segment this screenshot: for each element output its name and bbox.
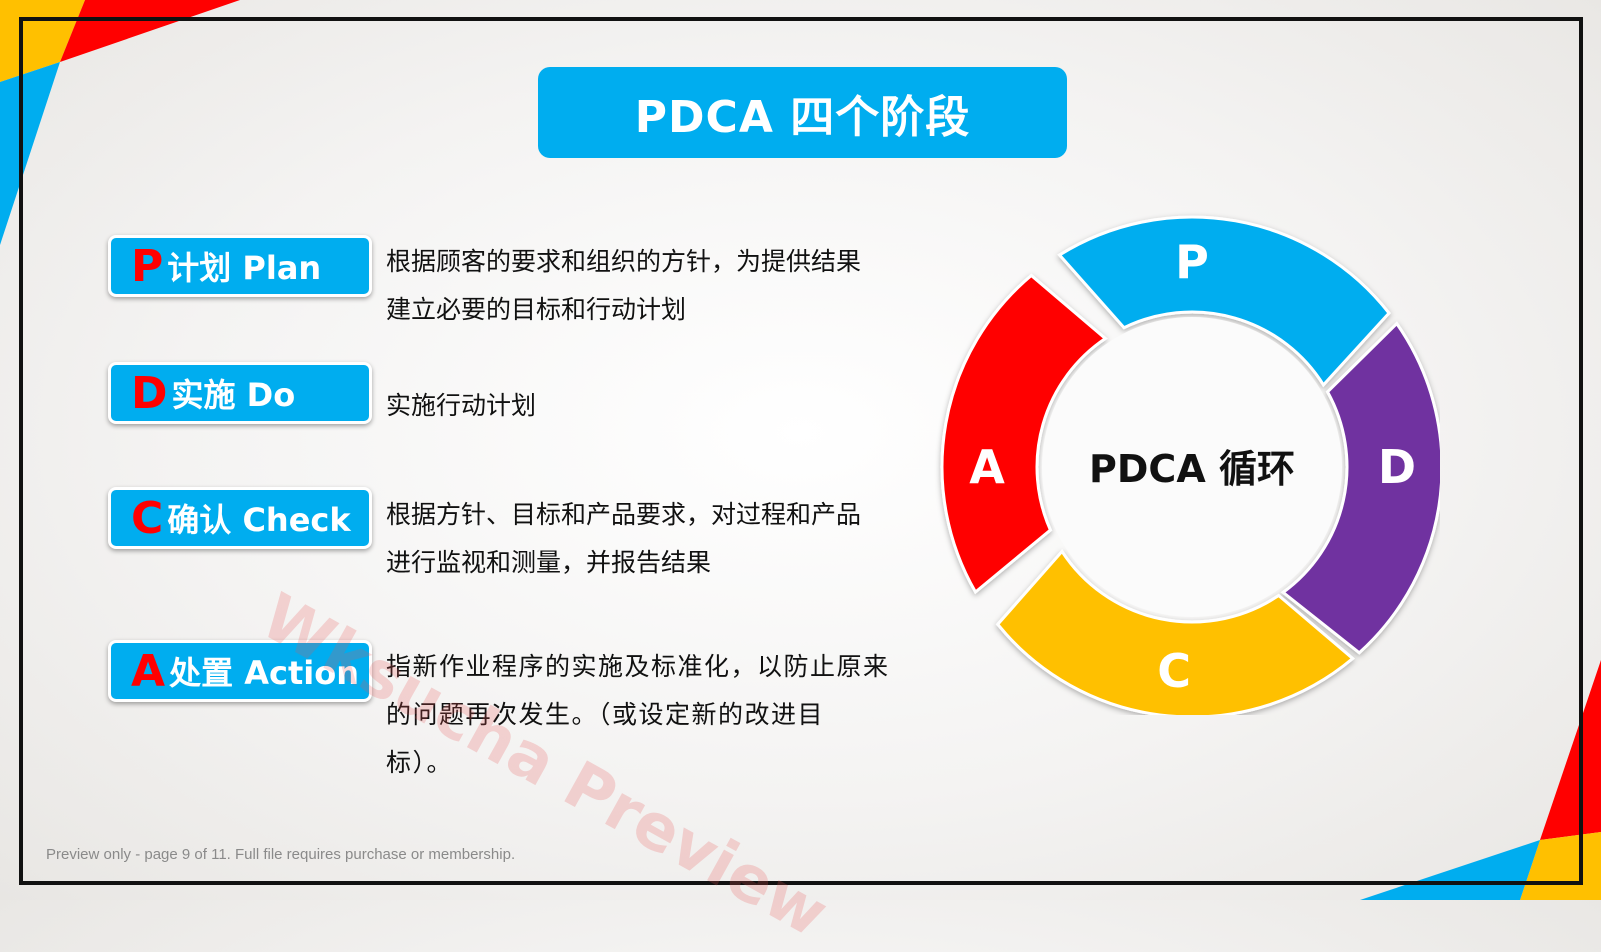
corner-top-left-red bbox=[60, 0, 240, 62]
cycle-center-label: PDCA 循环 bbox=[1089, 447, 1295, 491]
stage-letter-d: D bbox=[131, 367, 168, 419]
stage-button-do[interactable]: D 实施 Do bbox=[108, 362, 372, 424]
cycle-letters: P D C A bbox=[969, 235, 1416, 698]
description-line: 根据方针、目标和产品要求，对过程和产品 bbox=[386, 500, 862, 529]
cycle-segment-action bbox=[940, 273, 1108, 595]
stage-label-plan: 计划 Plan bbox=[167, 249, 322, 287]
stage-letter-p: P bbox=[131, 240, 164, 292]
cycle-letter-check: C bbox=[1157, 644, 1191, 698]
cycle-segments bbox=[940, 215, 1440, 715]
stage-button-check[interactable]: C 确认 Check bbox=[108, 487, 372, 549]
cycle-center bbox=[1042, 317, 1342, 617]
description-line: 进行监视和测量，并报告结果 bbox=[386, 548, 712, 577]
description-line: 标）。 bbox=[386, 748, 454, 777]
stage-description-plan: 根据顾客的要求和组织的方针，为提供结果 建立必要的目标和行动计划 bbox=[386, 238, 906, 334]
corner-bottom-right-blue bbox=[1360, 840, 1540, 900]
stage-letter-a: A bbox=[131, 645, 166, 697]
cycle-segment-do bbox=[1280, 321, 1440, 655]
stage-description-check: 根据方针、目标和产品要求，对过程和产品 进行监视和测量，并报告结果 bbox=[386, 491, 906, 587]
stage-button-action[interactable]: A 处置 Action bbox=[108, 640, 372, 702]
stage-label-action: 处置 Action bbox=[169, 654, 359, 692]
stage-label-check: 确认 Check bbox=[167, 501, 351, 539]
stage-description-action: 指新作业程序的实施及标准化，以防止原来 的问题再次发生。（或设定新的改进目 标）… bbox=[386, 643, 906, 787]
description-line: 的问题再次发生。（或设定新的改进目 bbox=[386, 700, 825, 729]
slide-frame bbox=[19, 17, 1583, 885]
description-line: 指新作业程序的实施及标准化，以防止原来 bbox=[386, 652, 890, 681]
description-line: 实施行动计划 bbox=[386, 391, 537, 420]
cycle-letter-plan: P bbox=[1175, 235, 1209, 289]
cycle-letter-do: D bbox=[1378, 440, 1416, 494]
cycle-segment-check bbox=[995, 548, 1356, 715]
cycle-letter-action: A bbox=[969, 440, 1005, 494]
description-line: 根据顾客的要求和组织的方针，为提供结果 bbox=[386, 247, 862, 276]
description-line: 建立必要的目标和行动计划 bbox=[386, 295, 687, 324]
cycle-segment-plan bbox=[1057, 215, 1391, 388]
stage-letter-c: C bbox=[131, 492, 164, 544]
corner-top-left-blue bbox=[0, 62, 60, 245]
stage-label-do: 实施 Do bbox=[171, 376, 296, 414]
slide-title: PDCA 四个阶段 bbox=[538, 67, 1067, 158]
stage-description-do: 实施行动计划 bbox=[386, 382, 906, 430]
corner-bottom-right-red bbox=[1540, 660, 1601, 840]
footer-note: Preview only - page 9 of 11. Full file r… bbox=[46, 846, 516, 863]
pdca-cycle-diagram: PDCA 循环 P D C A bbox=[940, 215, 1440, 715]
stage-button-plan[interactable]: P 计划 Plan bbox=[108, 235, 372, 297]
